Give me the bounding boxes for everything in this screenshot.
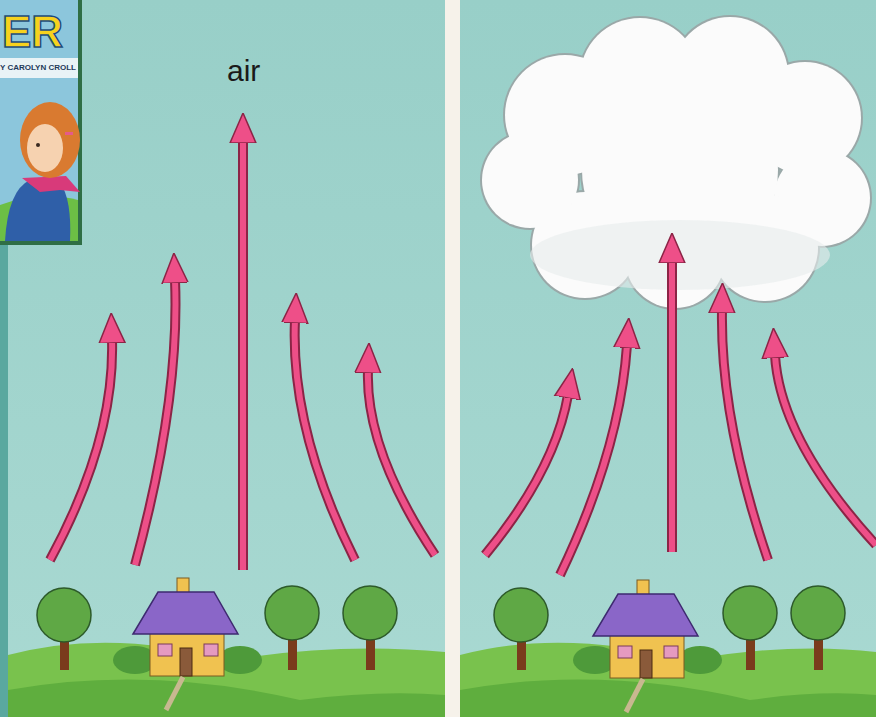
air-arrow (240, 140, 246, 570)
tree (343, 586, 397, 670)
house-window (158, 644, 172, 656)
cover-scarf (22, 176, 80, 192)
tree-crown (791, 586, 845, 640)
air-arrow (669, 260, 675, 552)
grass-hill (460, 680, 876, 717)
air-arrow (560, 345, 627, 575)
book-cover (0, 0, 82, 245)
house-roof (133, 592, 238, 634)
cover-band (0, 58, 78, 78)
tree-crown (494, 588, 548, 642)
arrow-outline (667, 260, 677, 552)
cover-face (27, 124, 63, 172)
house-door (180, 648, 192, 676)
cover-title: ER (2, 10, 63, 54)
panel-divider (445, 0, 460, 717)
tree-crown (723, 586, 777, 640)
tree (494, 588, 548, 670)
cloud-puff (482, 132, 578, 228)
cloud-shade (530, 220, 830, 290)
tree-crown (343, 586, 397, 640)
cover-eye (36, 143, 40, 147)
house (573, 580, 722, 712)
arrow-outline (485, 395, 568, 555)
house-roof (593, 594, 698, 636)
tree-crown (37, 588, 91, 642)
arrow-outline (135, 280, 176, 565)
air-arrow (368, 370, 435, 555)
bush (678, 646, 722, 674)
house (113, 578, 262, 710)
arrow-outline (295, 320, 355, 560)
air-arrow (295, 320, 355, 560)
air-arrows (50, 140, 876, 575)
arrow-outline (560, 345, 627, 575)
arrow-outline (775, 355, 876, 545)
arrow-outline (368, 370, 435, 555)
cover-border (0, 0, 82, 245)
house-window (204, 644, 218, 656)
arrow-outline (50, 340, 112, 560)
cover-hair (20, 102, 80, 178)
tree (265, 586, 319, 670)
house-door (640, 650, 652, 678)
air-arrow (50, 340, 112, 560)
tree-crown (265, 586, 319, 640)
sky-panel (460, 0, 876, 717)
air-arrow (722, 310, 768, 560)
bush (218, 646, 262, 674)
cover-byline: Y CAROLYN CROLL (0, 64, 76, 72)
house-window (618, 646, 632, 658)
grass-hill (8, 643, 445, 717)
tree (37, 588, 91, 670)
air-arrow (775, 355, 876, 545)
air-arrow (485, 395, 568, 555)
air-arrow (135, 280, 176, 565)
cover-hairclip (65, 132, 73, 135)
house-wall (150, 630, 224, 676)
air-label: air (227, 56, 260, 86)
grass-hill (8, 680, 445, 717)
house-wall (610, 632, 684, 678)
house-window (664, 646, 678, 658)
tree (723, 586, 777, 670)
arrow-outline (238, 140, 248, 570)
arrow-outline (722, 310, 768, 560)
footpath (626, 679, 643, 712)
tree (791, 586, 845, 670)
footpath (166, 677, 183, 710)
